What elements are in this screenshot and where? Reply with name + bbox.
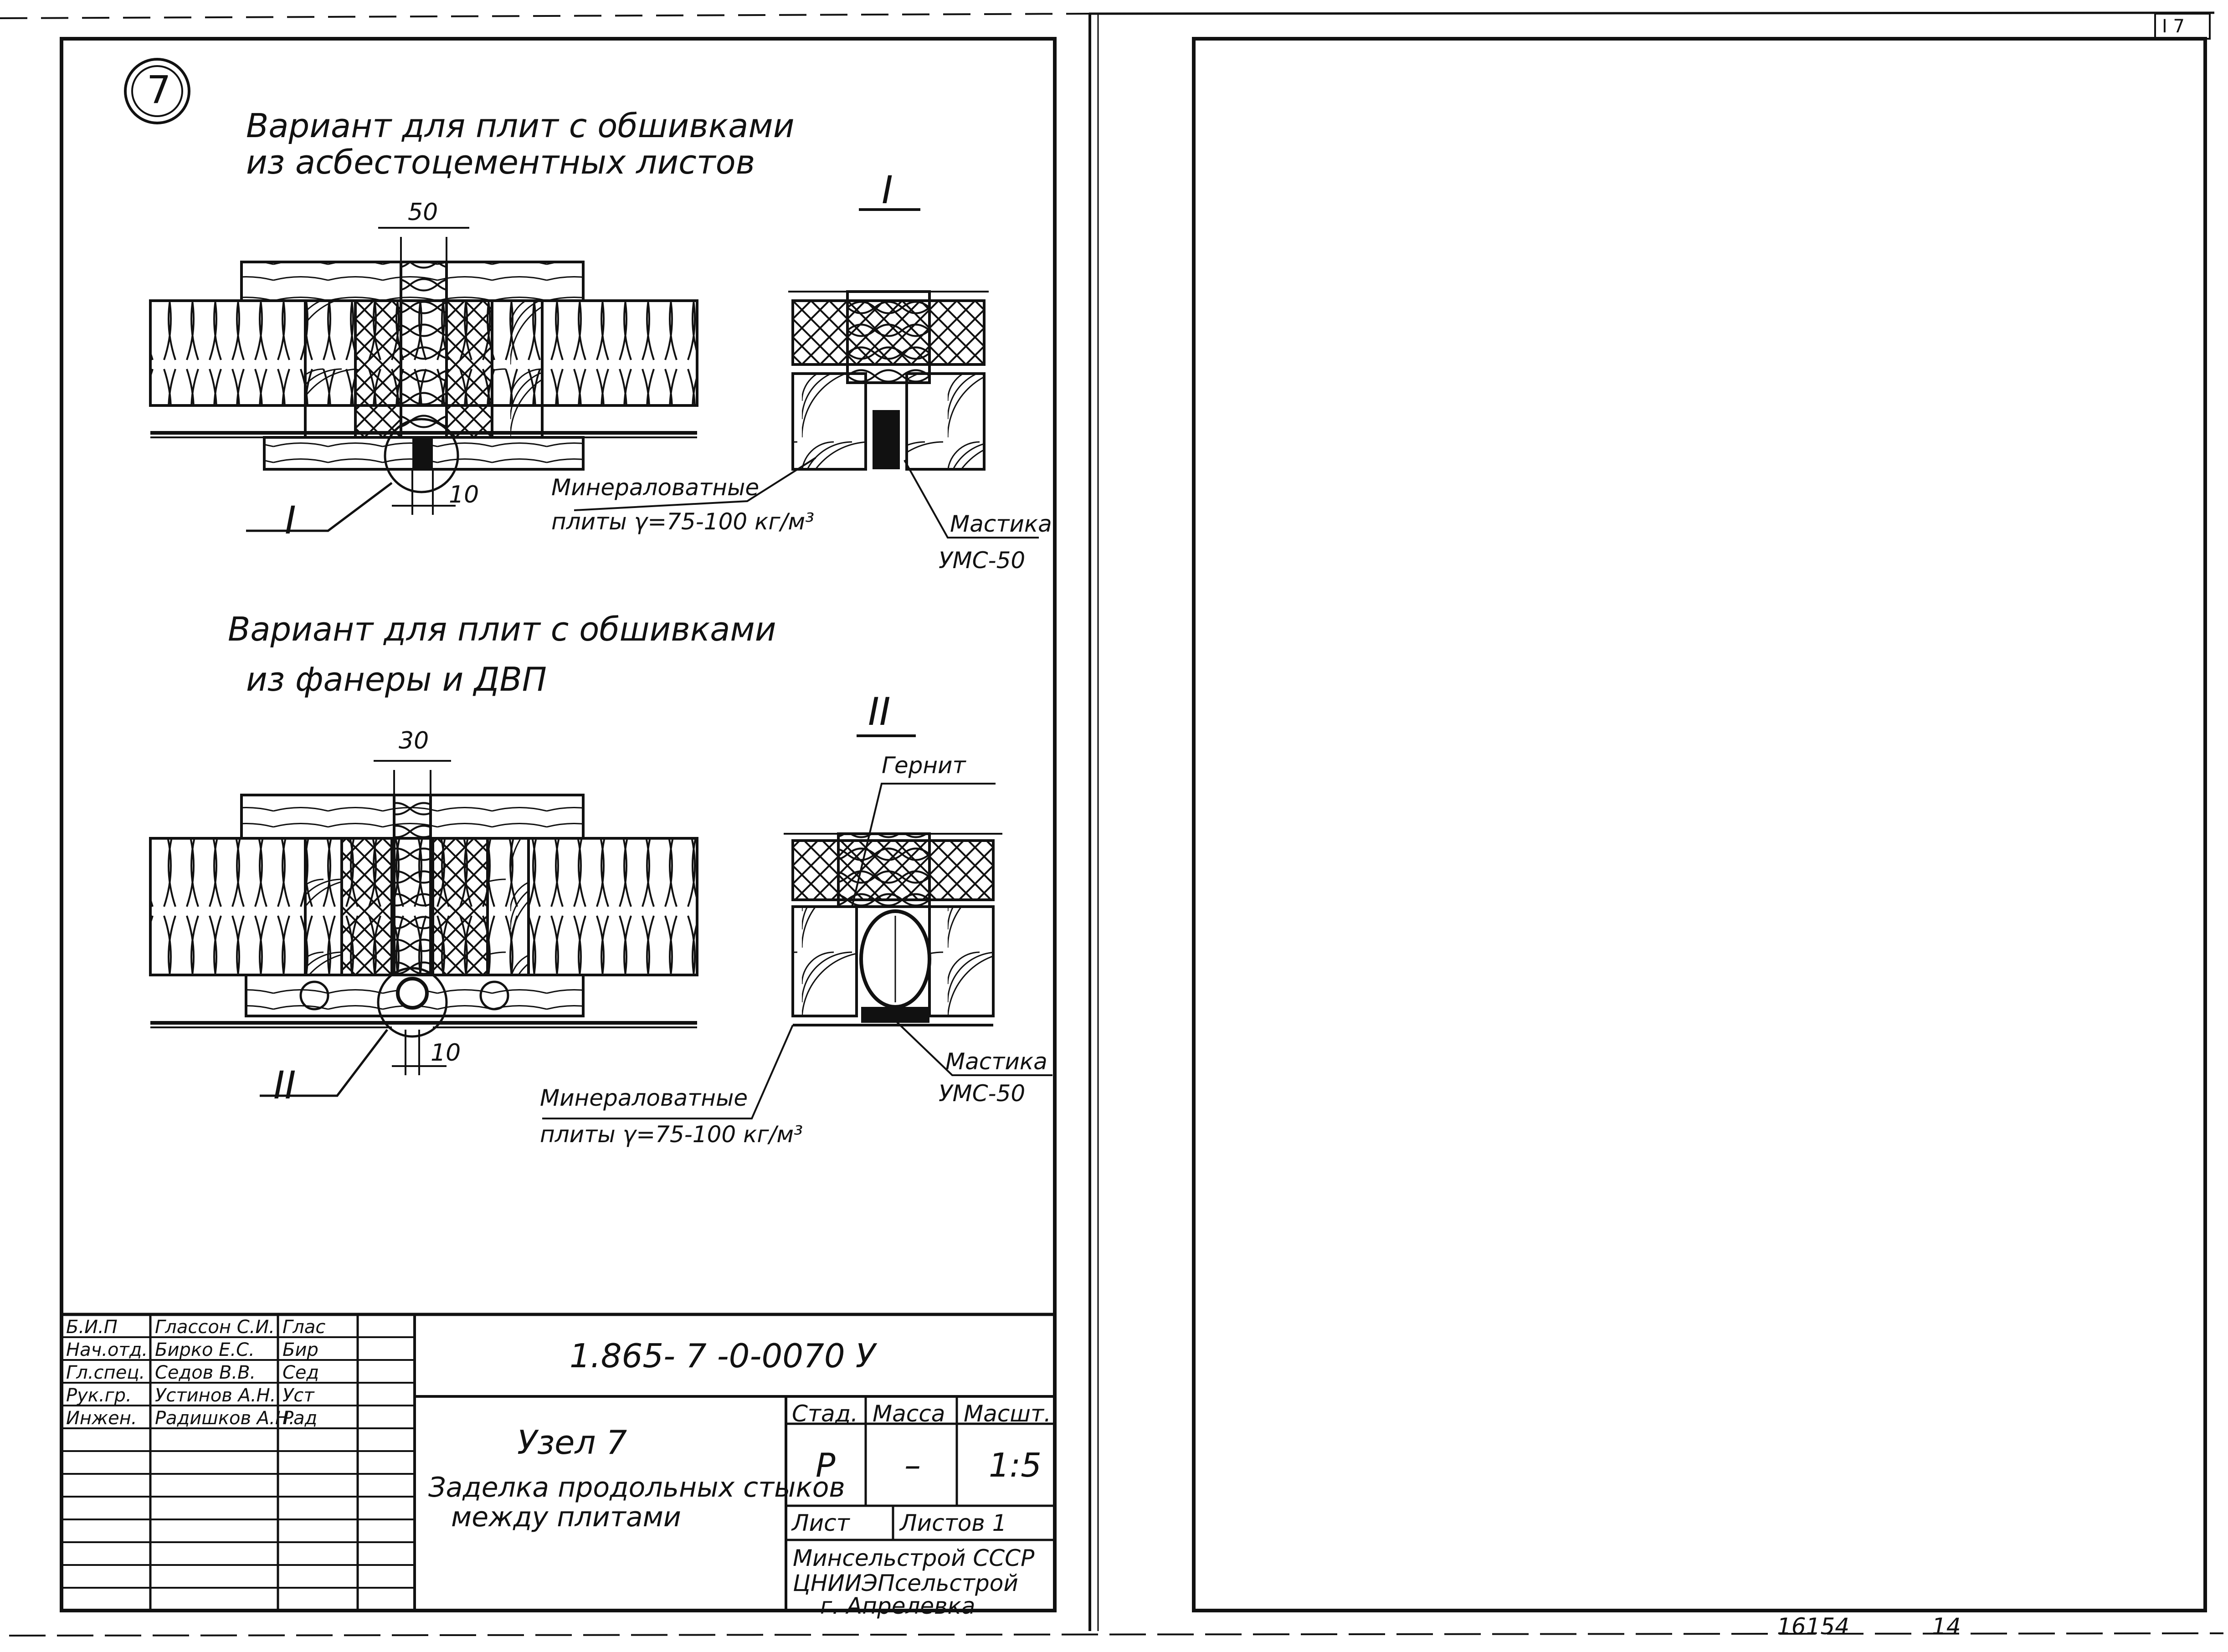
mastic-label-1b: УМС-50: [939, 547, 1026, 574]
mastic-label-2a: Мастика: [945, 1048, 1047, 1075]
staff-name-2: Бирко Е.С.: [155, 1339, 255, 1360]
page-frames: [0, 11, 2224, 1637]
staff-sign-1: Глас: [282, 1317, 326, 1338]
org-line1: Минсельстрой СССР: [793, 1545, 1035, 1571]
staff-name-3: Седов В.В.: [155, 1362, 256, 1383]
mastic-label-2b: УМС-50: [939, 1080, 1026, 1107]
staff-role-1: Б.И.П: [66, 1317, 118, 1338]
variant2-title-line1: Вариант для плит с обшивками: [228, 610, 776, 648]
node-number: 7: [147, 67, 171, 112]
document-code: 1.865- 7 -0-0070 У: [570, 1337, 876, 1375]
staff-sign-4: Уст: [282, 1385, 314, 1406]
scale-value: 1:5: [989, 1446, 1042, 1484]
node-number-marker: [124, 58, 190, 124]
stage-value: Р: [816, 1446, 836, 1484]
section-I-callout: I: [285, 498, 296, 543]
staff-role-3: Гл.спец.: [66, 1362, 145, 1383]
variant2-title-line2: из фанеры и ДВП: [246, 660, 547, 698]
scale-header: Масшт.: [964, 1401, 1052, 1427]
staff-sign-3: Сед: [282, 1362, 319, 1383]
detail-variant1: [149, 227, 698, 532]
detail-variant2: [149, 760, 698, 1097]
dim-10-bottom: 10: [431, 1039, 461, 1067]
sheets-label: Листов 1: [900, 1510, 1007, 1536]
title-block-grid: [62, 1313, 1055, 1611]
section-I-label: I: [882, 168, 893, 212]
dim-50: 50: [408, 199, 438, 226]
staff-sign-5: Рад: [282, 1408, 318, 1429]
staff-role-2: Нач.отд.: [66, 1339, 148, 1360]
staff-name-5: Радишков А.Н.: [155, 1408, 295, 1429]
org-line2: ЦНИИЭПсельстрой: [793, 1570, 1018, 1596]
staff-role-4: Рук.гр.: [66, 1385, 132, 1406]
gernit-label: Гернит: [882, 752, 966, 779]
archive-number: 16154: [1777, 1613, 1850, 1640]
dim-30: 30: [399, 727, 429, 754]
variant1-title-line2: из асбестоцементных листов: [246, 143, 755, 181]
page-number: 14: [1932, 1613, 1961, 1640]
mineral-wool-label-1b: плиты γ=75-100 кг/м³: [551, 508, 815, 535]
staff-name-4: Устинов А.Н.: [155, 1385, 276, 1406]
staff-name-1: Глассон С.И.: [155, 1317, 275, 1338]
mass-header: Масса: [873, 1401, 945, 1427]
corner-mark: I 7: [2162, 16, 2185, 37]
description-line1: Заделка продольных стыков: [428, 1472, 845, 1503]
section-II-label: II: [868, 689, 891, 734]
description-line2: между плитами: [451, 1501, 681, 1533]
mineral-wool-label-2b: плиты γ=75-100 кг/м³: [540, 1121, 803, 1148]
stage-header: Стад.: [792, 1401, 858, 1427]
section-I-detail: [574, 208, 1039, 539]
mass-value: –: [904, 1446, 921, 1484]
mineral-wool-label-1a: Минераловатные: [551, 474, 760, 501]
org-line3: г. Апрелевка: [820, 1593, 975, 1619]
variant1-title-line1: Вариант для плит с обшивками: [246, 107, 795, 145]
section-II-detail: [542, 734, 1052, 1119]
section-II-callout: II: [273, 1063, 296, 1108]
mineral-wool-label-2a: Минераловатные: [540, 1085, 748, 1111]
staff-sign-2: Бир: [282, 1339, 318, 1360]
node-name: Узел 7: [517, 1423, 627, 1462]
mastic-label-1a: Мастика: [950, 511, 1052, 537]
sheet-label: Лист: [792, 1510, 850, 1536]
staff-role-5: Инжен.: [66, 1408, 137, 1429]
dim-10-top: 10: [449, 481, 479, 508]
